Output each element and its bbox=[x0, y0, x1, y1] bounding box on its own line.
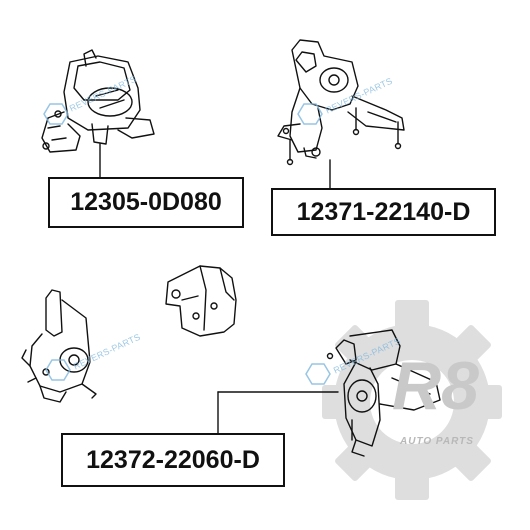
part-number-label: 12372-22060-D bbox=[61, 433, 285, 487]
brand-logo: R8 bbox=[392, 348, 479, 424]
part-number-label: 12371-22140-D bbox=[271, 188, 496, 236]
part-number-label: 12305-0D080 bbox=[48, 177, 244, 228]
brand-subtitle: AUTO PARTS bbox=[400, 436, 474, 447]
